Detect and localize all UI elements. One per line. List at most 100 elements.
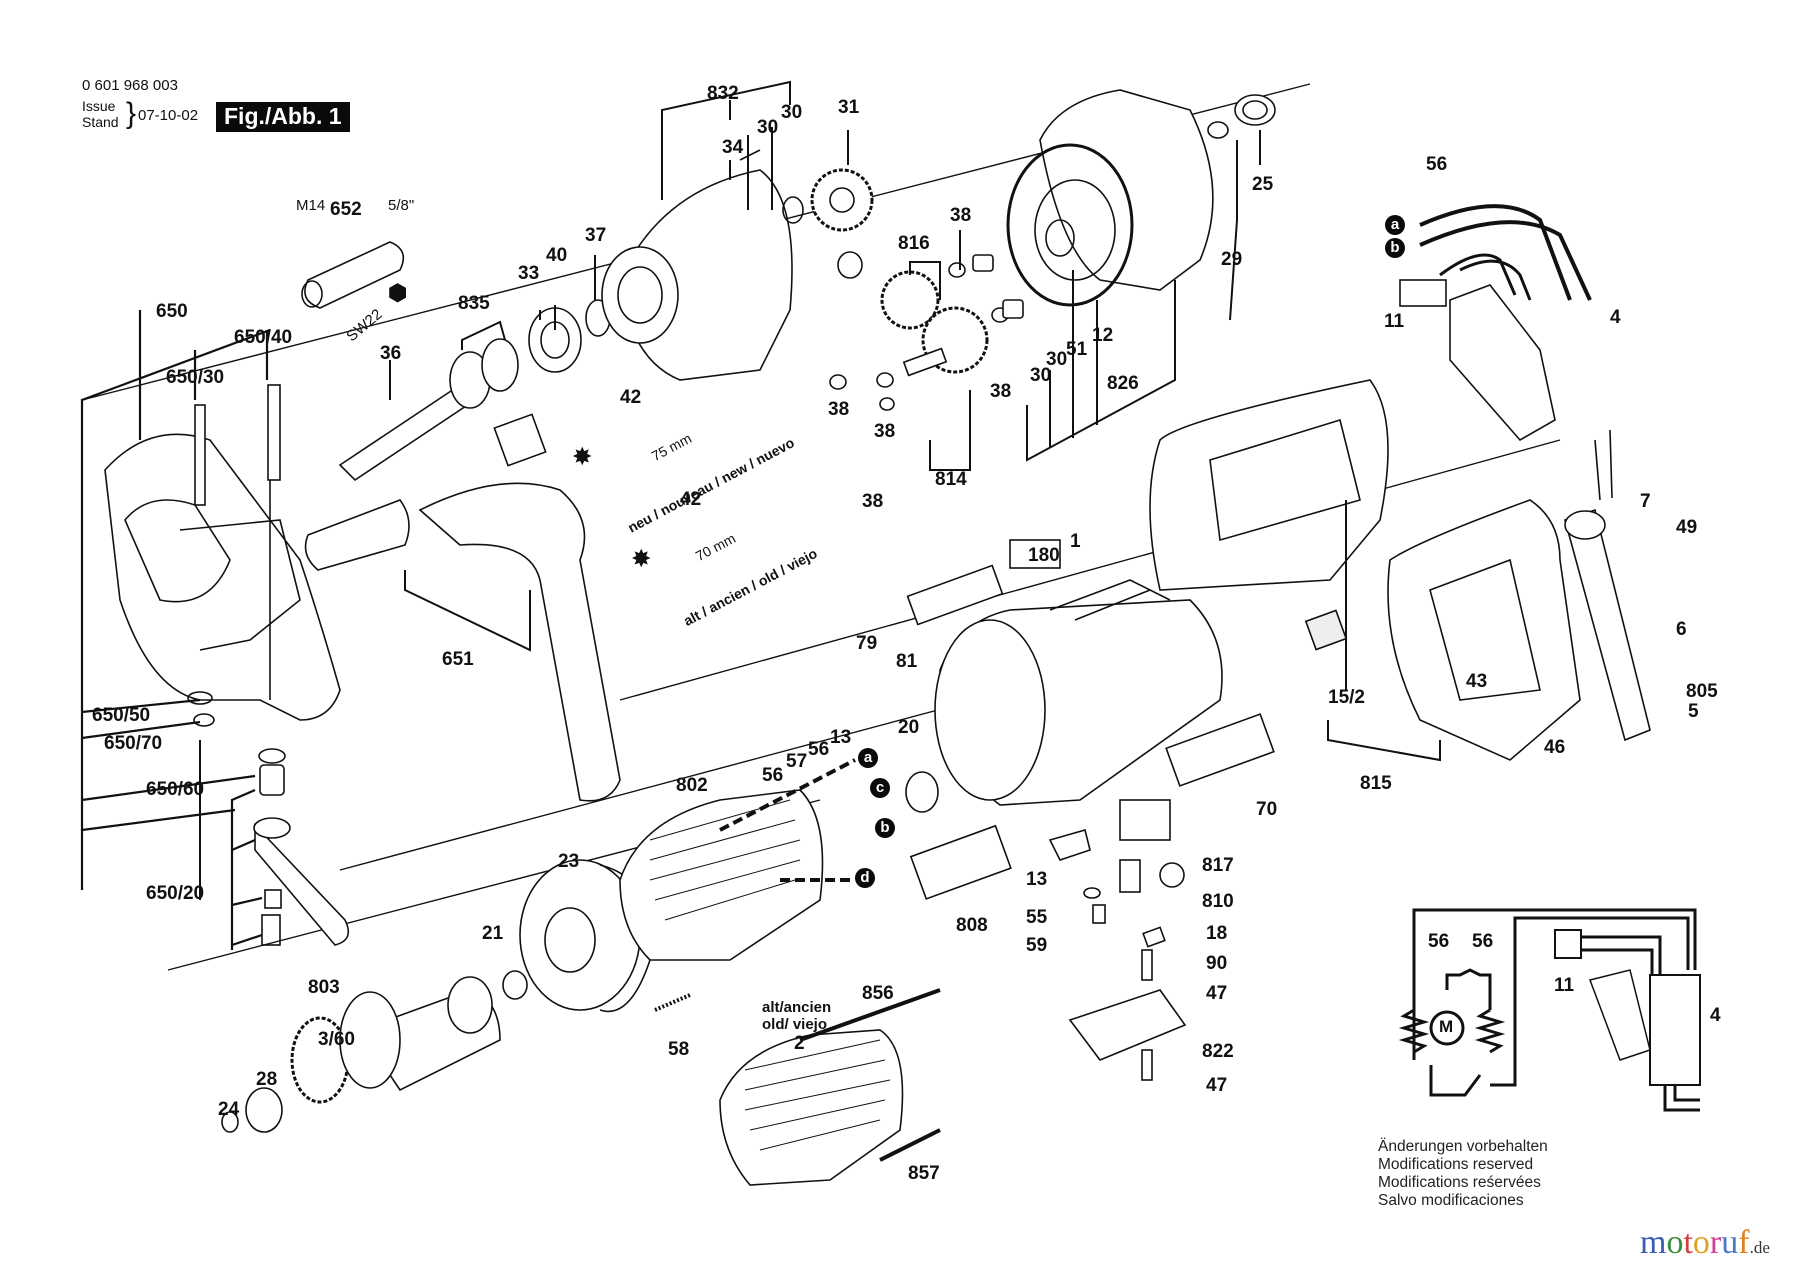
issue-date: 07-10-02 — [138, 107, 199, 124]
part-label-38[interactable]: 38 — [828, 399, 850, 420]
part-label-835[interactable]: 835 — [458, 293, 490, 314]
part-label-7[interactable]: 7 — [1640, 491, 1651, 512]
part-label-42[interactable]: 42 — [680, 489, 702, 510]
part-label-29[interactable]: 29 — [1221, 249, 1243, 270]
part-label-180[interactable]: 180 — [1028, 545, 1060, 566]
part-label-37[interactable]: 37 — [585, 225, 607, 246]
part-label-21[interactable]: 21 — [482, 923, 504, 944]
part-label-24[interactable]: 24 — [218, 1099, 240, 1120]
part-label-803[interactable]: 803 — [308, 977, 340, 998]
nut-thread-label: M14 — [296, 197, 326, 214]
brush-holder-parts — [909, 799, 1187, 1081]
part-label-856[interactable]: 856 — [862, 983, 894, 1004]
part-label-857[interactable]: 857 — [908, 1163, 940, 1184]
part-label-56[interactable]: 56 — [1472, 931, 1494, 952]
part-label-822[interactable]: 822 — [1202, 1041, 1234, 1062]
part-label-70[interactable]: 70 — [1256, 799, 1278, 820]
part-label-30[interactable]: 30 — [1030, 365, 1052, 386]
watermark-logo: motoruf.de — [1640, 1226, 1770, 1260]
part-label-815[interactable]: 815 — [1360, 773, 1392, 794]
gear-31 — [810, 168, 874, 232]
part-label-814[interactable]: 814 — [935, 469, 967, 490]
part-label-43[interactable]: 43 — [1466, 671, 1488, 692]
part-label-4[interactable]: 4 — [1610, 307, 1621, 328]
part-label-816[interactable]: 816 — [898, 233, 930, 254]
part-label-5[interactable]: 5 — [1688, 701, 1699, 722]
issue-label: Issue — [82, 98, 116, 114]
part-label-57[interactable]: 57 — [786, 751, 808, 772]
gear-cluster-816-814 — [829, 254, 1024, 411]
part-label-38[interactable]: 38 — [862, 491, 884, 512]
part-label-650-60[interactable]: 650/60 — [146, 779, 205, 800]
part-label-805[interactable]: 805 — [1686, 681, 1718, 702]
part-label-650-30[interactable]: 650/30 — [166, 367, 225, 388]
part-label-4[interactable]: 4 — [1710, 1005, 1721, 1026]
part-label-650-70[interactable]: 650/70 — [104, 733, 163, 754]
stator-old-label-1: alt/ancien — [762, 999, 832, 1016]
part-label-56[interactable]: 56 — [808, 739, 830, 760]
motor-housing-1 — [905, 539, 1275, 813]
part-label-55[interactable]: 55 — [1026, 907, 1048, 928]
modification-notes: Änderungen vorbehalten Modifications res… — [1378, 1138, 1548, 1210]
part-label-650-20[interactable]: 650/20 — [146, 883, 205, 904]
part-label-79[interactable]: 79 — [856, 633, 878, 654]
part-label-652[interactable]: 652 — [330, 199, 362, 220]
part-label-11[interactable]: 11 — [1554, 975, 1575, 996]
part-label-59[interactable]: 59 — [1026, 935, 1048, 956]
part-label-30[interactable]: 30 — [1046, 349, 1068, 370]
part-label-56[interactable]: 56 — [762, 765, 784, 786]
part-label-46[interactable]: 46 — [1544, 737, 1566, 758]
note-fr: Modifications reśervées — [1378, 1174, 1541, 1191]
part-label-650-50[interactable]: 650/50 — [92, 705, 151, 726]
part-label-81[interactable]: 81 — [896, 651, 918, 672]
part-label-826[interactable]: 826 — [1107, 373, 1139, 394]
part-label-34[interactable]: 34 — [722, 137, 744, 158]
part-label-31[interactable]: 31 — [838, 97, 860, 118]
wires-mid — [719, 758, 856, 882]
part-label-23[interactable]: 23 — [558, 851, 580, 872]
part-label-51[interactable]: 51 — [1066, 339, 1088, 360]
part-label-2[interactable]: 2 — [794, 1033, 805, 1054]
part-label-42[interactable]: 42 — [620, 387, 642, 408]
part-label-58[interactable]: 58 — [668, 1039, 690, 1060]
part-label-90[interactable]: 90 — [1206, 953, 1228, 974]
part-label-832[interactable]: 832 — [707, 83, 739, 104]
part-label-11[interactable]: 11 — [1384, 311, 1405, 332]
part-label-650[interactable]: 650 — [156, 301, 188, 322]
switch-4 — [1399, 204, 1592, 442]
part-label-650-40[interactable]: 650/40 — [234, 327, 293, 348]
watermark-letter: m — [1640, 1224, 1667, 1261]
part-label-25[interactable]: 25 — [1252, 174, 1274, 195]
part-label-15-2[interactable]: 15/2 — [1328, 687, 1365, 708]
part-label-810[interactable]: 810 — [1202, 891, 1234, 912]
stator-old-label-2: old/ viejo — [762, 1016, 828, 1033]
part-label-56[interactable]: 56 — [1426, 154, 1448, 175]
part-label-47[interactable]: 47 — [1206, 983, 1228, 1004]
nut-size-label: 5/8" — [388, 197, 415, 214]
part-label-802[interactable]: 802 — [676, 775, 708, 796]
part-label-40[interactable]: 40 — [546, 245, 568, 266]
part-label-49[interactable]: 49 — [1676, 517, 1698, 538]
part-label-30[interactable]: 30 — [781, 102, 803, 123]
part-label-20[interactable]: 20 — [898, 717, 920, 738]
part-label-6[interactable]: 6 — [1676, 619, 1687, 640]
part-label-13[interactable]: 13 — [1026, 869, 1048, 890]
part-label-28[interactable]: 28 — [256, 1069, 278, 1090]
part-label-13[interactable]: 13 — [830, 727, 852, 748]
part-label-56[interactable]: 56 — [1428, 931, 1450, 952]
part-label-38[interactable]: 38 — [990, 381, 1012, 402]
part-label-30[interactable]: 30 — [757, 117, 779, 138]
part-label-38[interactable]: 38 — [874, 421, 896, 442]
part-label-47[interactable]: 47 — [1206, 1075, 1228, 1096]
part-label-808[interactable]: 808 — [956, 915, 988, 936]
part-label-817[interactable]: 817 — [1202, 855, 1234, 876]
part-label-36[interactable]: 36 — [380, 343, 402, 364]
part-label-651[interactable]: 651 — [442, 649, 474, 670]
part-label-38[interactable]: 38 — [950, 205, 972, 226]
part-label-18[interactable]: 18 — [1206, 923, 1228, 944]
part-label-1[interactable]: 1 — [1070, 531, 1081, 552]
watermark-letters: motoruf — [1640, 1224, 1750, 1261]
part-label-12[interactable]: 12 — [1092, 325, 1114, 346]
part-label-33[interactable]: 33 — [518, 263, 540, 284]
part-label-3-60[interactable]: 3/60 — [318, 1029, 355, 1050]
